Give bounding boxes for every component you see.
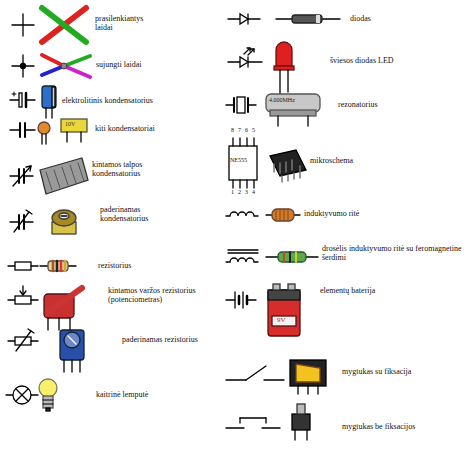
led-symbol [228, 48, 262, 67]
pin-number: 8 [231, 127, 234, 134]
component-label: mygtukas su fiksacija [342, 367, 411, 376]
pushbutton-picture [292, 404, 310, 440]
component-label: kintamos talpos kondensatorius [92, 160, 156, 178]
component-label: šviesos diodas LED [330, 56, 394, 65]
chip-picture [270, 150, 306, 182]
trimmer-resistor-symbol [8, 329, 38, 351]
diode-picture [276, 15, 340, 23]
crossing-wires-symbol [12, 14, 34, 36]
resonator-symbol [226, 97, 256, 113]
latching-switch-picture [290, 360, 326, 394]
component-label: induktyvumo ritė [304, 209, 359, 218]
resistor-picture [40, 261, 76, 271]
choke-picture [266, 252, 318, 262]
resonator-picture [266, 94, 320, 126]
pin-number: 6 [245, 127, 248, 134]
component-label: prasilenkiantys laidai [95, 14, 157, 32]
battery-symbol [226, 292, 256, 308]
part-marking: 10V [65, 121, 75, 128]
component-label: elektrolitinis kondensatorius [62, 96, 153, 105]
pin-number: 3 [245, 189, 248, 196]
chip-name: NE555 [230, 157, 247, 164]
pushbutton-symbol [226, 418, 280, 428]
resistor-symbol [8, 262, 38, 270]
variable-capacitor-symbol [10, 166, 33, 186]
component-label: kintamos varžos rezistorius (potenciomet… [108, 286, 208, 304]
component-label: mikroschema [310, 156, 353, 165]
variable-capacitor-picture [40, 158, 88, 194]
part-marking: 4.000MHz [269, 97, 295, 104]
joined-wires-symbol [12, 55, 34, 77]
lamp-symbol [6, 386, 38, 404]
electrolytic-capacitor-symbol [10, 92, 35, 107]
battery-picture [268, 284, 300, 336]
capacitor-symbol [10, 123, 35, 137]
choke-symbol [226, 250, 258, 262]
crossing-wires-picture [42, 8, 86, 42]
potentiometer-symbol [8, 286, 38, 304]
led-picture [274, 42, 294, 96]
ceramic-capacitor-picture [38, 122, 50, 144]
potentiometer-picture [44, 288, 82, 330]
latching-switch-symbol [226, 366, 284, 380]
joined-wires-picture [42, 55, 90, 77]
component-label: paderinamas kondensatorius [100, 205, 164, 223]
diode-symbol [228, 14, 260, 24]
pin-number: 4 [252, 189, 255, 196]
electrolytic-capacitor-picture [42, 86, 56, 118]
component-label: rezonatorius [338, 100, 378, 109]
pin-number: 2 [238, 189, 241, 196]
pin-number: 5 [252, 127, 255, 134]
part-marking: 9V [277, 316, 286, 324]
trimmer-capacitor-symbol [10, 210, 33, 232]
component-label: elementų baterija [320, 286, 375, 295]
pin-number: 7 [238, 127, 241, 134]
film-capacitor-picture [61, 119, 87, 142]
chip-symbol [229, 138, 257, 188]
trimmer-resistor-picture [60, 330, 84, 372]
inductor-picture [266, 209, 300, 221]
pin-number: 1 [231, 189, 234, 196]
component-label: drosėlis induktyvumo ritė su feromagneti… [322, 244, 462, 262]
lamp-picture [39, 379, 57, 411]
component-label: mygtukas be fiksacijos [342, 422, 415, 431]
trimmer-capacitor-picture [52, 210, 76, 234]
component-label: diodas [350, 14, 371, 23]
component-label: paderinamas rezistorius [122, 335, 198, 344]
inductor-symbol [226, 212, 258, 216]
component-label: kiti kondensatoriai [95, 124, 155, 133]
component-label: kaitrinė lemputė [96, 390, 148, 399]
component-label: sujungti laidai [96, 60, 142, 69]
component-label: rezistorius [98, 261, 131, 270]
